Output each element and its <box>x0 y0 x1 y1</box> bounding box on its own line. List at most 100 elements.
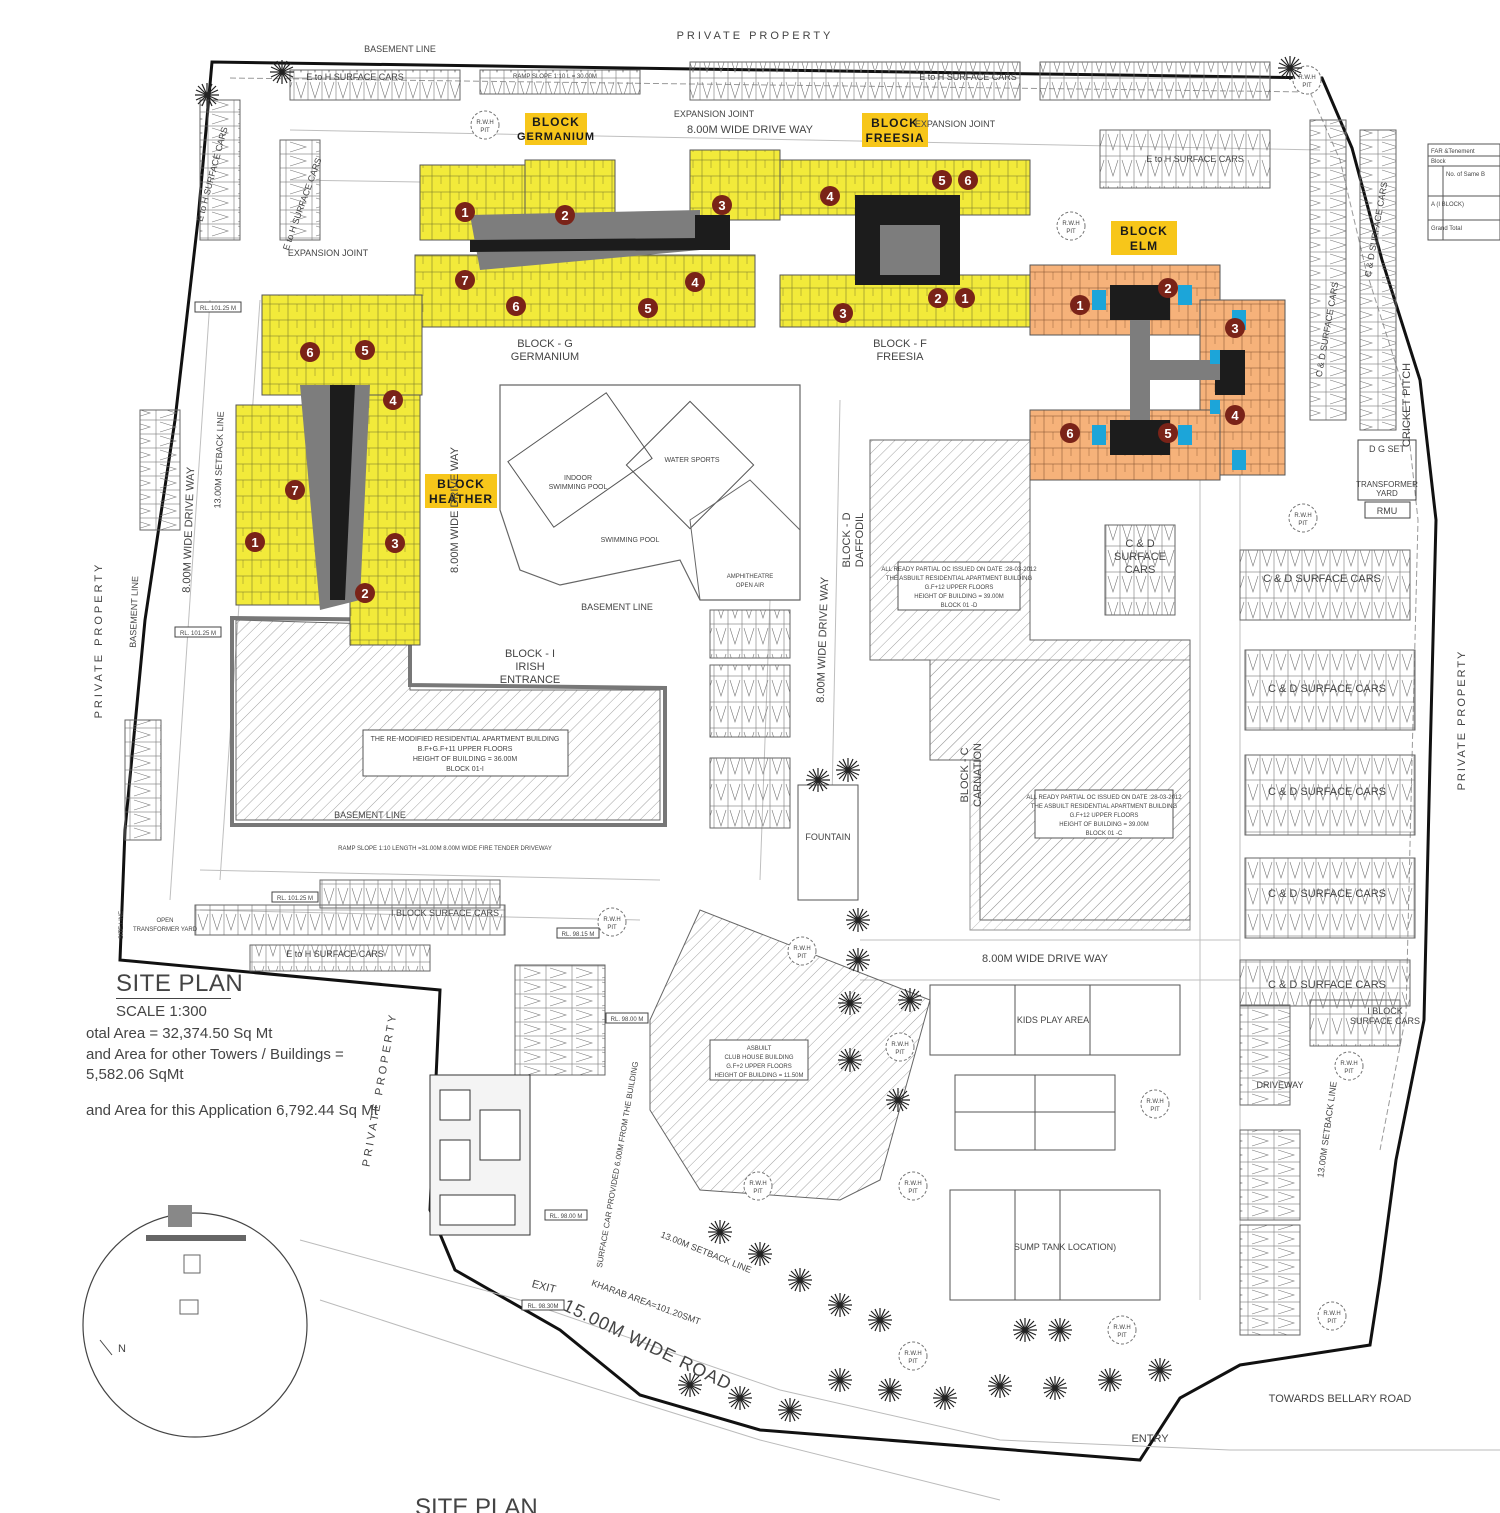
svg-text:6: 6 <box>964 173 971 188</box>
rwh-pit-12: R.W.H PIT <box>1107 1315 1137 1345</box>
svg-text:1: 1 <box>251 535 258 550</box>
svg-text:4: 4 <box>826 189 834 204</box>
block-i-name: IRISH <box>515 661 544 673</box>
boundary-north: PRIVATE PROPERTY <box>677 30 834 42</box>
parking-eh-3: E to H SURFACE CARS <box>1146 154 1244 164</box>
svg-text:R.W.H: R.W.H <box>904 1181 921 1187</box>
block-irish-footprint <box>235 619 661 821</box>
svg-text:BLOCK: BLOCK <box>437 477 485 491</box>
svg-text:G.F+12 UPPER FLOORS: G.F+12 UPPER FLOORS <box>925 585 994 591</box>
north-arrow-label: N <box>118 1343 126 1355</box>
parking-cd-3: C & D SURFACE CARS <box>1268 786 1386 798</box>
svg-text:R.W.H: R.W.H <box>1062 221 1079 227</box>
svg-text:1: 1 <box>961 291 968 306</box>
svg-text:BLOCK 01-I: BLOCK 01-I <box>446 766 484 773</box>
ramp-note-2: RAMP SLOPE 1:10 L = 30.00M <box>513 74 597 80</box>
svg-text:R.W.H: R.W.H <box>1113 1325 1130 1331</box>
germanium-unit-6: 6 <box>506 296 526 316</box>
svg-text:A (I BLOCK): A (I BLOCK) <box>1431 202 1464 208</box>
block-c-name: CARNATION <box>972 743 984 807</box>
svg-text:FREESIA: FREESIA <box>865 131 924 145</box>
svg-text:PIT: PIT <box>1117 1333 1127 1339</box>
entry-label: ENTRY <box>1131 1433 1169 1445</box>
open-transformer-label-2: TRANSFORMER YARD <box>133 927 198 933</box>
area-line-total: otal Area = 32,374.50 Sq Mt <box>86 1025 273 1042</box>
basement-line-2: BASEMENT LINE <box>581 602 653 612</box>
svg-text:BLOCK: BLOCK <box>532 115 580 129</box>
svg-text:RL. 101.25 M: RL. 101.25 M <box>200 306 236 312</box>
tag-elm: BLOCK ELM <box>1111 221 1177 255</box>
site-line-label: SITE LINE <box>119 911 125 939</box>
block-heather-plan <box>235 294 423 646</box>
drive-heather-label: 8.00M WIDE DRIVE WAY <box>449 446 461 573</box>
svg-text:ALL READY PARTIAL OC ISSUED ON: ALL READY PARTIAL OC ISSUED ON DATE :28-… <box>881 567 1037 573</box>
basement-line-1: BASEMENT LINE <box>364 44 436 54</box>
svg-text:R.W.H: R.W.H <box>603 917 620 923</box>
setback-line-3: 13.00M SETBACK LINE <box>1315 1081 1338 1178</box>
svg-text:RL. 101.25 M: RL. 101.25 M <box>180 631 216 637</box>
svg-text:5: 5 <box>361 343 368 358</box>
svg-text:G.F+2 UPPER FLOORS: G.F+2 UPPER FLOORS <box>726 1064 792 1070</box>
svg-text:PIT: PIT <box>1327 1319 1337 1325</box>
svg-text:6: 6 <box>512 299 519 314</box>
svg-text:GERMANIUM: GERMANIUM <box>517 131 595 143</box>
elm-unit-2: 2 <box>1158 278 1178 298</box>
svg-text:FAR &Tenement: FAR &Tenement <box>1431 149 1475 155</box>
svg-text:ALL READY PARTIAL OC ISSUED ON: ALL READY PARTIAL OC ISSUED ON DATE :28-… <box>1026 795 1182 801</box>
parking-cd-4: C & D SURFACE CARS <box>1268 888 1386 900</box>
ramp-note: RAMP SLOPE 1:10 LENGTH =31.00M 8.00M WID… <box>338 846 552 852</box>
svg-text:R.W.H: R.W.H <box>476 120 493 126</box>
expansion-joint-3: EXPANSION JOINT <box>288 248 369 258</box>
parking-cd-centre-2: SURFACE <box>1114 551 1166 563</box>
svg-text:CLUB HOUSE BUILDING: CLUB HOUSE BUILDING <box>724 1055 793 1061</box>
dg-label: D G SET <box>1369 444 1406 454</box>
clubhouse-note: ASBUILT CLUB HOUSE BUILDING G.F+2 UPPER … <box>709 1039 809 1081</box>
svg-text:2: 2 <box>934 291 941 306</box>
freesia-unit-5: 5 <box>932 170 952 190</box>
block-d-label: BLOCK - D <box>841 512 853 567</box>
elm-unit-4: 4 <box>1225 405 1245 425</box>
dg-set-box <box>1357 439 1417 501</box>
parking-eh-1: E to H SURFACE CARS <box>306 72 404 82</box>
tag-heather: BLOCK HEATHER <box>425 474 497 508</box>
parking-cd-centre-1: C & D <box>1125 538 1154 550</box>
pool-area <box>499 384 801 601</box>
heather-unit-7: 7 <box>285 480 305 500</box>
svg-text:PIT: PIT <box>797 954 807 960</box>
cricket-label: CRICKET PITCH <box>1401 363 1413 447</box>
svg-text:5: 5 <box>1164 426 1171 441</box>
germanium-unit-5: 5 <box>638 298 658 318</box>
elm-unit-6: 6 <box>1060 423 1080 443</box>
svg-text:PIT: PIT <box>1344 1069 1354 1075</box>
elm-unit-3: 3 <box>1225 318 1245 338</box>
svg-text:7: 7 <box>291 483 298 498</box>
surface-car-note: SURFACE CAR PROVIDED 6.00M FROM THE BUIL… <box>595 1061 640 1269</box>
svg-text:PIT: PIT <box>908 1359 918 1365</box>
far-table: FAR &Tenement Block No. of Same B A (I B… <box>1427 143 1500 241</box>
water-sports-label: WATER SPORTS <box>664 457 719 464</box>
svg-text:BLOCK: BLOCK <box>1120 224 1168 238</box>
area-line-other-value: 5,582.06 SqMt <box>86 1066 184 1083</box>
svg-text:BLOCK 01 -D: BLOCK 01 -D <box>941 603 978 609</box>
plan-title: SITE PLAN <box>116 970 244 997</box>
svg-text:ASBUILT: ASBUILT <box>747 1046 772 1052</box>
svg-text:2: 2 <box>1164 281 1171 296</box>
svg-text:1: 1 <box>461 205 468 220</box>
germanium-unit-2: 2 <box>555 205 575 225</box>
drive-north-label: 8.00M WIDE DRIVE WAY <box>687 124 814 136</box>
rl-markers: RL. 101.25 M RL. 101.25 M RL. 101.25 M R… <box>174 301 649 1311</box>
indoor-pool-label: INDOOR <box>564 475 592 482</box>
block-freesia-plan <box>779 159 1031 328</box>
svg-text:1: 1 <box>1076 298 1083 313</box>
block-d-name: DAFFODIL <box>854 513 866 567</box>
svg-text:3: 3 <box>391 536 398 551</box>
germanium-unit-3: 3 <box>712 195 732 215</box>
svg-text:ELM: ELM <box>1130 239 1158 253</box>
block-g-label: BLOCK - G <box>517 338 573 350</box>
block-i-label: BLOCK - I <box>505 648 555 660</box>
